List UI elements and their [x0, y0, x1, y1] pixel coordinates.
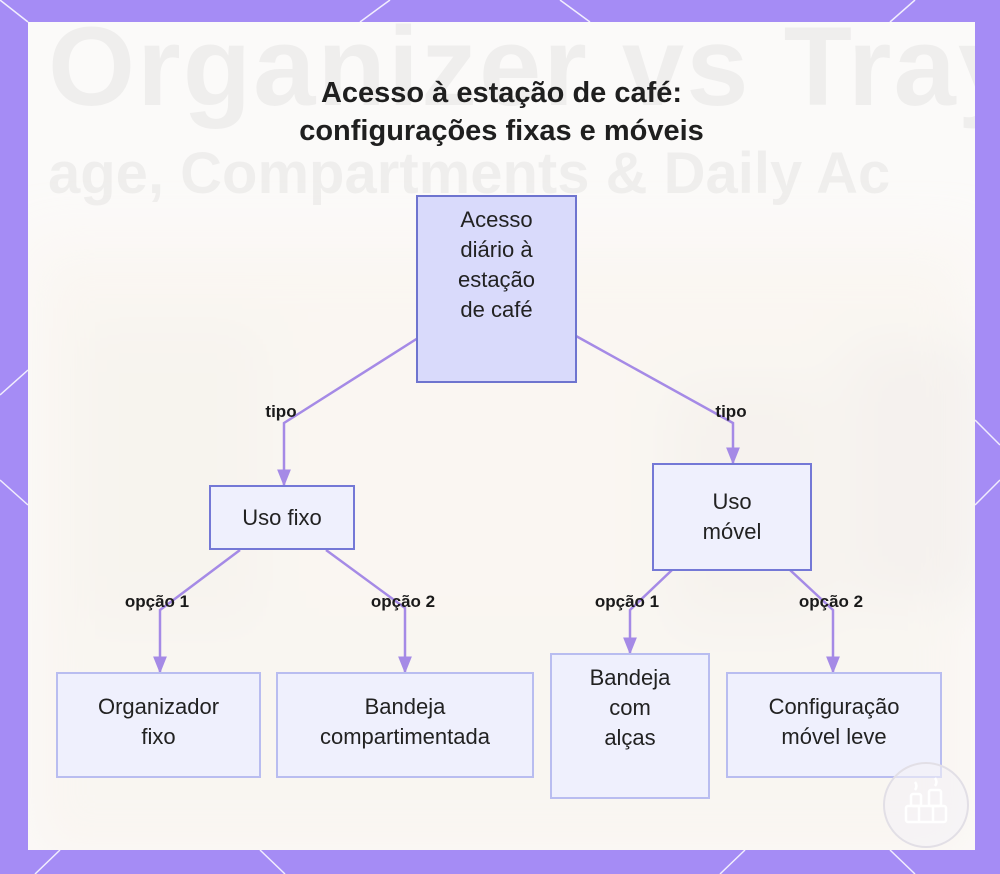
- node-compartment-tray[interactable]: Bandeja compartimentada: [276, 672, 534, 778]
- title-line-2: configurações fixas e móveis: [299, 115, 704, 147]
- edge-label-fixed-opt2: opção 2: [370, 592, 436, 611]
- node-root-line: Acesso: [460, 207, 533, 232]
- node-fixed-use[interactable]: Uso fixo: [209, 485, 355, 550]
- edge-fixed-opt2: [325, 548, 412, 674]
- node-fixed-organizer-line: Organizador: [97, 694, 220, 719]
- node-fixed-organizer-line: fixo: [141, 724, 176, 749]
- node-root-daily-access[interactable]: Acesso diário à estação de café: [416, 195, 577, 383]
- node-fixed-label: Uso fixo: [242, 504, 322, 530]
- node-fixed-organizer[interactable]: Organizador fixo: [56, 672, 261, 778]
- edge-mobile-opt1: [623, 569, 673, 655]
- node-handle-tray-line: alças: [604, 725, 656, 750]
- node-mobile-line: móvel: [702, 519, 762, 544]
- node-root-line: estação: [457, 267, 536, 292]
- node-compartment-tray-line: Bandeja: [364, 694, 446, 719]
- title-line-1: Acesso à estação de café:: [320, 77, 683, 109]
- node-root-line: de café: [460, 297, 533, 322]
- node-light-mobile-line: móvel leve: [781, 724, 887, 749]
- node-root-line: diário à: [460, 237, 533, 262]
- edge-label-fixed-opt1: opção 1: [124, 592, 190, 611]
- node-handle-tray[interactable]: Bandeja com alças: [550, 653, 710, 799]
- node-light-mobile-line: Configuração: [768, 694, 900, 719]
- node-compartment-tray-line: compartimentada: [320, 724, 490, 749]
- edge-label-mobile-opt1: opção 1: [594, 592, 660, 611]
- edge-mobile-opt2: [789, 569, 840, 674]
- edge-label-mobile-opt2: opção 2: [798, 592, 864, 611]
- diagram-title: Acesso à estação de café: configurações …: [28, 74, 975, 150]
- node-mobile-use[interactable]: Uso móvel: [652, 463, 812, 571]
- edge-fixed-opt1: [153, 549, 241, 674]
- edge-root-mobile: [575, 334, 740, 465]
- node-handle-tray-line: com: [609, 695, 651, 720]
- node-light-mobile-setup[interactable]: Configuração móvel leve: [726, 672, 942, 778]
- node-mobile-line: Uso: [712, 489, 752, 514]
- edge-root-fixed: [277, 336, 419, 487]
- watermark-line-1: Organizer vs Tray: [48, 22, 975, 131]
- node-handle-tray-line: Bandeja: [589, 665, 671, 690]
- coffee-station-logo-icon: [883, 762, 969, 848]
- edge-label-root-mobile: tipo: [715, 402, 747, 421]
- edge-label-root-fixed: tipo: [265, 402, 297, 421]
